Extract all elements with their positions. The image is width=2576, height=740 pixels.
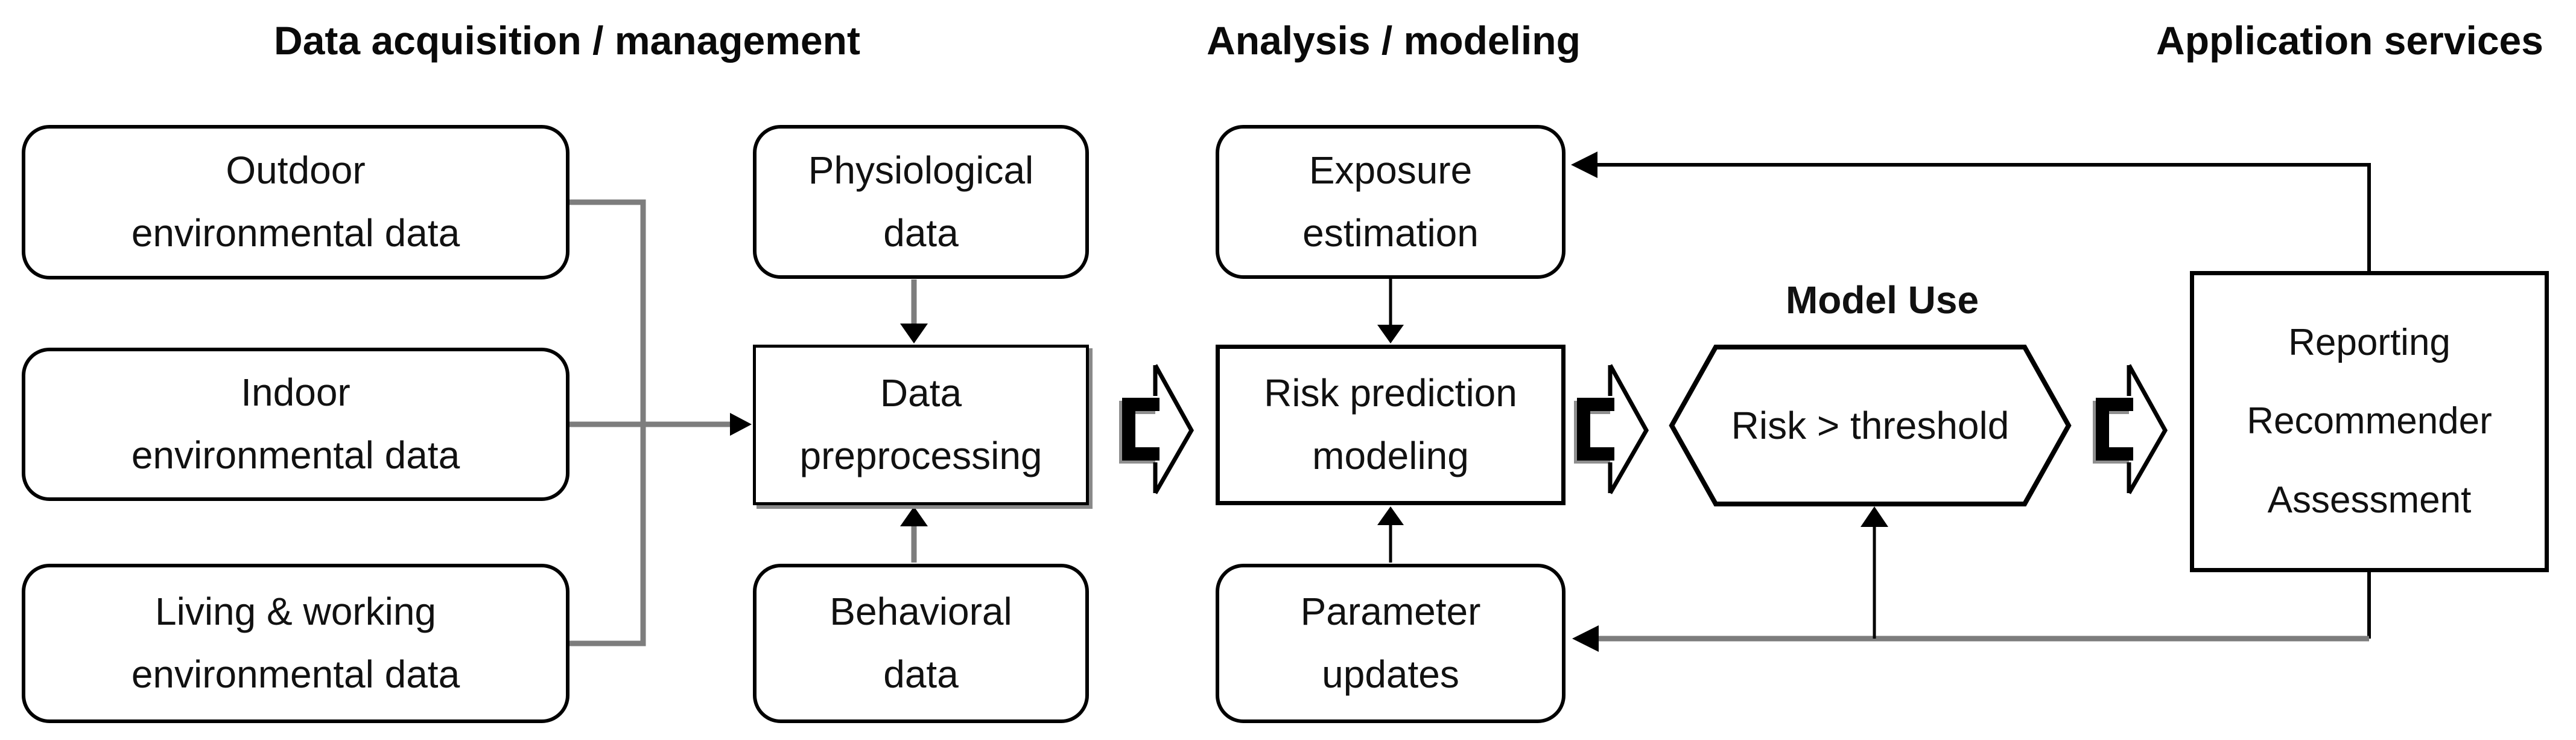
block-arrow-head <box>1608 364 1649 494</box>
header-analysis-modeling: Analysis / modeling <box>1207 18 1581 63</box>
block-arrow-tail <box>1577 398 1614 461</box>
header-data-acquisition: Data acquisition / management <box>274 18 860 63</box>
arrowhead-up-icon <box>1377 506 1404 525</box>
header-application-services: Application services <box>2156 18 2543 63</box>
node-outdoor-environmental-data: Outdoor environmental data <box>22 125 569 279</box>
node-living-working-environmental-data: Living & working environmental data <box>22 564 569 723</box>
arrowhead-up-icon <box>900 506 928 526</box>
arrowhead-left-icon <box>1572 625 1599 652</box>
node-behavioral-data: Behavioral data <box>753 564 1089 723</box>
node-indoor-environmental-data: Indoor environmental data <box>22 348 569 501</box>
block-arrow-head <box>2127 364 2168 494</box>
node-reporting-recommender-assessment: Reporting Recommender Assessment <box>2190 271 2549 572</box>
node-physiological-data: Physiological data <box>753 125 1089 279</box>
connector-reporting-exposure <box>1596 163 2371 271</box>
node-risk-threshold-decision-label: Risk > threshold <box>1731 404 2010 447</box>
label-model-use: Model Use <box>1785 278 1979 322</box>
decision-hexagon <box>1669 345 2072 506</box>
node-parameter-updates: Parameter updates <box>1216 564 1566 723</box>
block-arrow-head <box>1153 364 1194 494</box>
arrowhead-into-preprocessing-icon <box>730 413 752 436</box>
block-arrow-icon <box>1119 364 1194 494</box>
node-data-preprocessing: Data preprocessing <box>753 345 1089 505</box>
arrowhead-down-icon <box>900 324 928 343</box>
block-arrow-tail <box>1122 398 1160 461</box>
node-exposure-estimation: Exposure estimation <box>1216 125 1566 279</box>
arrowhead-left-icon <box>1571 152 1597 178</box>
arrowhead-down-icon <box>1377 325 1404 343</box>
arrowhead-up-icon <box>1861 506 1888 527</box>
block-arrow-icon <box>1574 364 1649 494</box>
node-risk-prediction-modeling: Risk prediction modeling <box>1216 345 1566 505</box>
block-arrow-icon <box>2093 364 2168 494</box>
block-arrow-tail <box>2096 398 2133 461</box>
